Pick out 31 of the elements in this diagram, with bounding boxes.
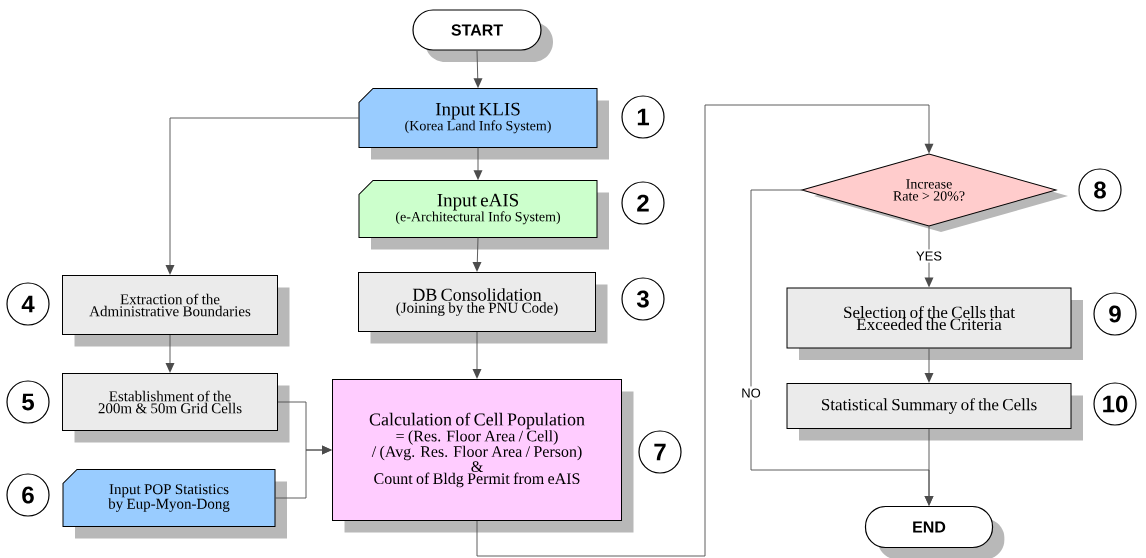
callout-number: 3 (621, 277, 665, 321)
edge-label: NO (739, 386, 763, 400)
process-box: DB Consolidation (Joining by the PNU Code) (358, 272, 608, 344)
arrow (476, 104, 934, 557)
callout-number: 8 (1078, 168, 1122, 212)
input-box: Input KLIS (Korea Land Info System) (358, 88, 609, 160)
arrow (473, 50, 483, 89)
edge-label: YES (914, 249, 944, 263)
arrow (472, 237, 482, 272)
callout-number: 5 (6, 380, 50, 424)
arrow (750, 189, 934, 506)
callout-number: 9 (1093, 292, 1137, 336)
callout-number: 4 (6, 282, 50, 326)
process-box: Statistical Summary of the Cells (786, 383, 1083, 441)
process-box: Selection of the Cells that Exceeded the Criteria (786, 287, 1083, 360)
callout-number: 6 (6, 473, 50, 517)
arrow (924, 348, 934, 383)
process-box: Extraction of the Administrative Boundaries (62, 275, 290, 347)
process-box: Establishment of the 200m & 50m Grid Cells (62, 373, 290, 443)
arrow (274, 445, 332, 499)
process-box: Calculation of Cell Population = (Res. Floor Area / Cell) / (Avg. Res. Floor Area / Person) & Count of Bldg Permit from eAIS (332, 379, 634, 533)
arrow (165, 334, 175, 373)
callout-number: 2 (621, 181, 665, 225)
callout-number: 10 (1093, 382, 1137, 426)
callout-number: 7 (638, 430, 682, 474)
arrow (472, 331, 482, 379)
input-box: Input eAIS (e-Architectural Info System) (358, 180, 609, 250)
callout-number: 1 (621, 95, 665, 139)
arrow (165, 117, 360, 275)
input-box: Input POP Statistics by Eup-Myon-Dong (62, 469, 287, 539)
arrow (473, 147, 483, 181)
